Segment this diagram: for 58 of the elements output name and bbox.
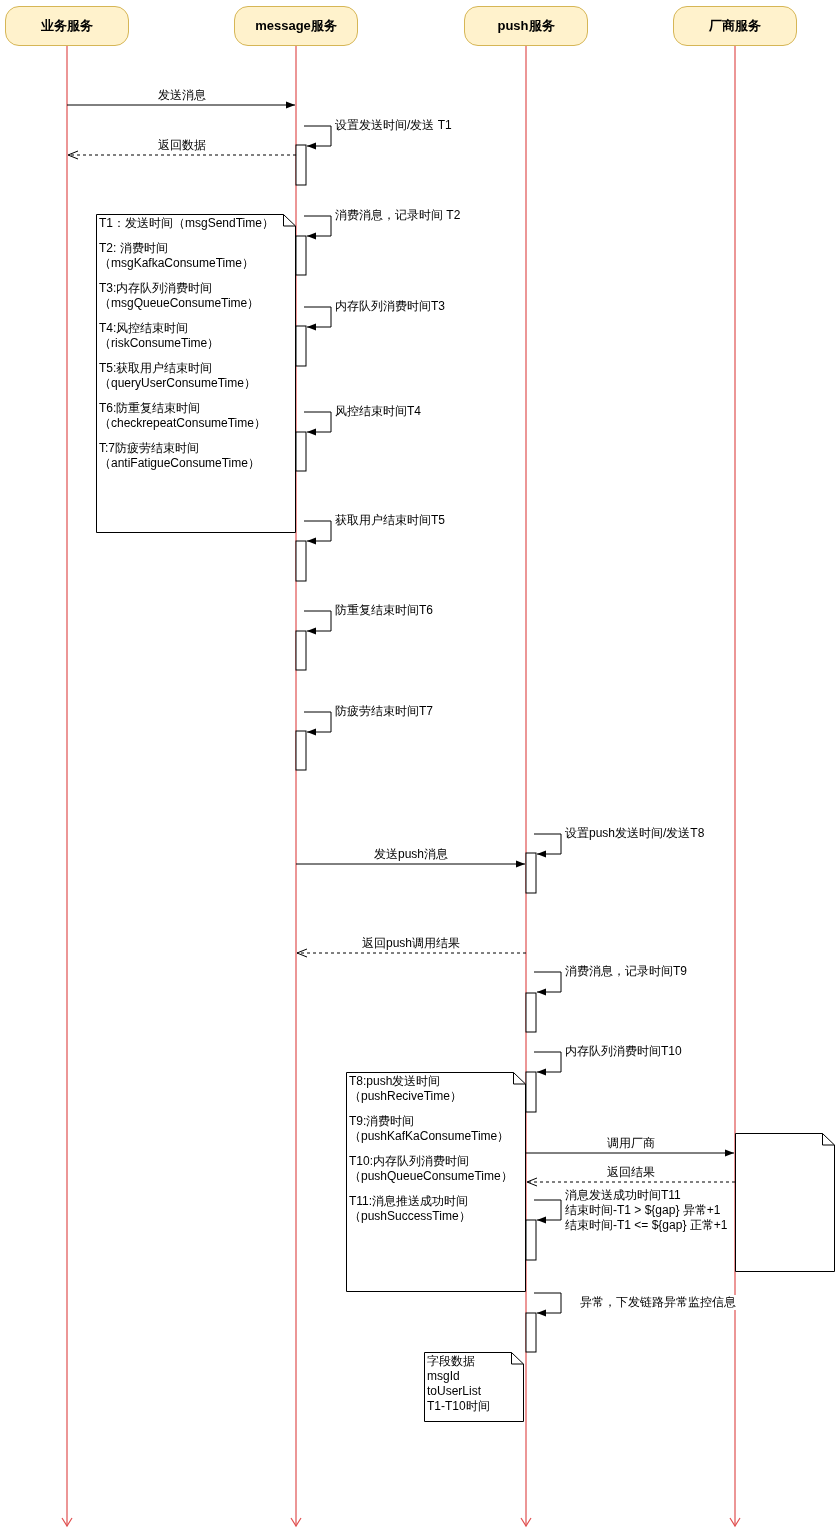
note-text: 字段数据 <box>427 1354 476 1369</box>
participant-box: 厂商服务 <box>673 6 797 46</box>
edge-label: 调用厂商 <box>606 1136 655 1151</box>
participant-box: push服务 <box>464 6 588 46</box>
edge-label: 返回结果 <box>606 1165 655 1180</box>
note-text: T2: 消费时间（msgKafkaConsumeTime） <box>99 241 255 271</box>
self-arrow <box>533 1051 562 1076</box>
note-text: T4:风控结束时间（riskConsumeTime） <box>99 321 221 351</box>
edge-label: 异常，下发链路异常监控信息 <box>580 1295 736 1310</box>
edge-label: 设置发送时间/发送 T1 <box>335 118 452 133</box>
edge-label: 内存队列消费时间T10 <box>565 1044 682 1059</box>
note <box>96 214 296 533</box>
self-arrow <box>303 125 332 150</box>
edge-label: 设置push发送时间/发送T8 <box>565 826 705 841</box>
edge-label: 防重复结束时间T6 <box>335 603 433 618</box>
participant-box: message服务 <box>234 6 358 46</box>
self-arrow <box>303 215 332 240</box>
note-text: T10:内存队列消费时间（pushQueueConsumeTime） <box>349 1154 514 1184</box>
arrow <box>67 150 297 160</box>
arrow <box>525 1149 735 1157</box>
note-text: T11:消息推送成功时间（pushSuccessTime） <box>349 1194 472 1224</box>
note-text: T3:内存队列消费时间（msgQueueConsumeTime） <box>99 281 261 311</box>
note <box>424 1352 524 1422</box>
edge-label: 获取用户结束时间T5 <box>335 513 445 528</box>
note-text: T8:push发送时间（pushReciveTime） <box>349 1074 463 1104</box>
edge-label: 返回数据 <box>157 138 206 153</box>
self-arrow <box>533 1199 562 1224</box>
edge-label: 风控结束时间T4 <box>335 404 421 419</box>
edge-label: 返回push调用结果 <box>362 936 461 951</box>
note-text: T9:消费时间（pushKafKaConsumeTime） <box>349 1114 511 1144</box>
edge-label: 消费消息，记录时间T9 <box>565 964 687 979</box>
note-text: T1-T10时间 <box>427 1399 491 1414</box>
self-arrow <box>303 306 332 331</box>
note-text: T1：发送时间（msgSendTime） <box>99 216 275 231</box>
self-arrow <box>533 833 562 858</box>
note-text: T5:获取用户结束时间（queryUserConsumeTime） <box>99 361 257 391</box>
note-text: T:7防疲劳结束时间（antiFatigueConsumeTime） <box>99 441 261 471</box>
note <box>346 1072 526 1292</box>
arrow <box>66 101 296 109</box>
self-arrow <box>303 610 332 635</box>
edge-label: 防疲劳结束时间T7 <box>335 704 433 719</box>
edge-label: 发送push消息 <box>374 847 449 862</box>
note-text: T6:防重复结束时间（checkrepeatConsumeTime） <box>99 401 267 431</box>
participant-box: 业务服务 <box>5 6 129 46</box>
arrow <box>296 948 527 958</box>
self-arrow <box>533 971 562 996</box>
edge-label: 消费消息，记录时间 T2 <box>335 208 461 223</box>
note <box>735 1133 835 1272</box>
note-text: msgId <box>427 1369 461 1384</box>
note-text: toUserList <box>427 1384 483 1399</box>
self-arrow <box>303 411 332 436</box>
self-arrow <box>303 520 332 545</box>
edge-label: 发送消息 <box>157 88 206 103</box>
arrow <box>526 1177 736 1187</box>
edge-label: 内存队列消费时间T3 <box>335 299 445 314</box>
self-arrow <box>533 1292 562 1317</box>
self-arrow <box>303 711 332 736</box>
arrow <box>295 860 526 868</box>
